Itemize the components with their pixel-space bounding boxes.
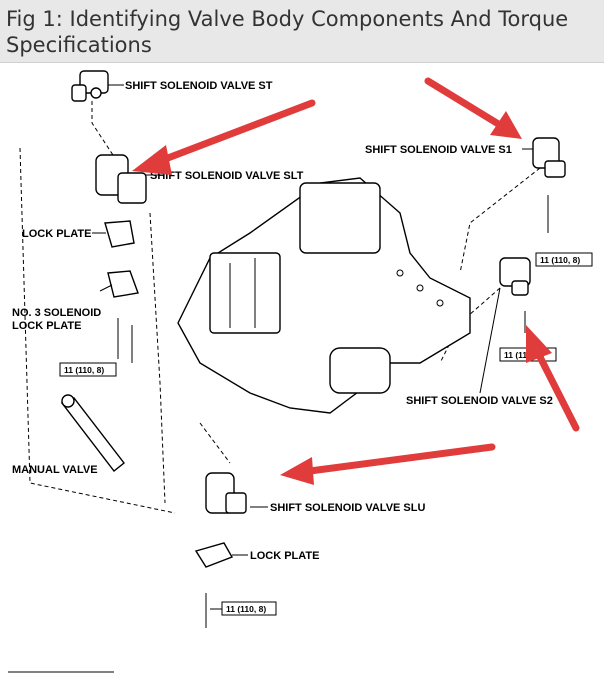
arrow-to-slt (132, 99, 316, 175)
torque-spec-s1: 11 (110, 8) (540, 255, 580, 265)
torque-spec-bottom: 11 (110, 8) (226, 604, 266, 614)
shift-solenoid-st-part (71, 70, 109, 102)
label-shift-solenoid-st: SHIFT SOLENOID VALVE ST (125, 80, 273, 92)
shift-solenoid-s1-part (532, 137, 566, 178)
label-manual-valve: MANUAL VALVE (12, 464, 98, 476)
label-shift-solenoid-s2: SHIFT SOLENOID VALVE S2 (406, 395, 553, 407)
arrow-to-s1 (424, 77, 522, 139)
guide-line-s1 (459, 167, 541, 274)
label-lock-plate-lower: LOCK PLATE (250, 550, 319, 562)
torque-spec-left: 11 (110, 8) (64, 365, 104, 375)
figure-title: Fig 1: Identifying Valve Body Components… (6, 7, 569, 57)
arrow-to-s2 (526, 325, 580, 432)
manual-valve-part (60, 394, 125, 472)
shift-solenoid-slt-part (95, 154, 147, 204)
valve-body-block (177, 177, 471, 414)
label-shift-solenoid-slt: SHIFT SOLENOID VALVE SLT (150, 170, 304, 182)
valve-body-diagram: SHIFT SOLENOID VALVE ST SHIFT SOLENOID V… (8, 70, 593, 673)
torque-box-left: 11 (110, 8) (59, 362, 117, 377)
label-shift-solenoid-slu: SHIFT SOLENOID VALVE SLU (270, 502, 425, 514)
label-no3-lock-plate-line1: NO. 3 SOLENOID (12, 307, 101, 319)
figure-title-bar: Fig 1: Identifying Valve Body Components… (0, 0, 604, 63)
shift-solenoid-s2-part (499, 257, 531, 296)
guide-line-s2 (439, 287, 501, 364)
no3-lock-plate-part (107, 270, 139, 298)
shift-solenoid-slu-part (205, 472, 247, 514)
left-bolts (117, 318, 133, 363)
torque-spec-s2: 11 (110, 8) (504, 350, 544, 360)
leader-s2 (479, 287, 501, 394)
label-no3-lock-plate-line2: LOCK PLATE (12, 320, 81, 332)
label-lock-plate-upper: LOCK PLATE (22, 228, 91, 240)
lock-plate-upper-part (104, 220, 135, 248)
torque-box-s1: 11 (110, 8) (535, 252, 593, 267)
guide-line-left-inner (149, 212, 166, 504)
torque-box-bottom: 11 (110, 8) (221, 601, 277, 616)
label-shift-solenoid-s1: SHIFT SOLENOID VALVE S1 (365, 144, 512, 156)
leader-no3-lock-plate (99, 284, 113, 292)
guide-line-slu (199, 422, 231, 464)
lock-plate-lower-part (194, 542, 234, 568)
arrow-to-slu (280, 443, 496, 485)
